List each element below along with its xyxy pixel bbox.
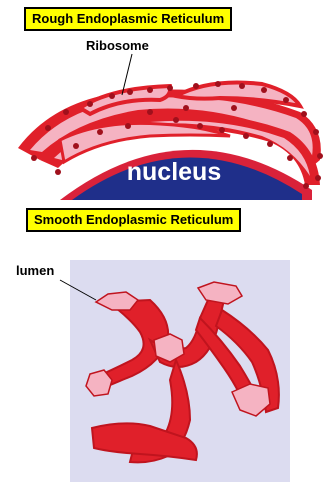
ribosome <box>317 153 323 159</box>
lumen-label: lumen <box>16 263 54 278</box>
ribosome <box>55 169 61 175</box>
ribosome <box>125 123 131 129</box>
nucleus-label: nucleus <box>127 158 221 186</box>
ribosome <box>147 87 153 93</box>
smooth-er-illustration <box>60 260 290 482</box>
ribosome <box>315 175 321 181</box>
ribosome <box>267 141 273 147</box>
ribosome <box>63 109 69 115</box>
ribosome <box>109 93 115 99</box>
ribosome <box>127 89 133 95</box>
ribosome <box>173 117 179 123</box>
ribosome <box>45 125 51 131</box>
ribosome <box>197 123 203 129</box>
ribosome <box>183 105 189 111</box>
ribosome <box>219 127 225 133</box>
ribosome <box>167 85 173 91</box>
ribosome <box>243 133 249 139</box>
ribosome <box>215 81 221 87</box>
smooth-er-title: Smooth Endoplasmic Reticulum <box>26 208 241 232</box>
ribosome <box>31 155 37 161</box>
rough-er-illustration: nucleus <box>18 54 323 200</box>
ribosome <box>301 111 307 117</box>
ribosome <box>239 83 245 89</box>
ribosome <box>73 143 79 149</box>
ribosome <box>147 109 153 115</box>
ribosome <box>261 87 267 93</box>
ribosome <box>97 129 103 135</box>
ribosome <box>313 129 319 135</box>
ribosome <box>193 83 199 89</box>
ribosome <box>287 155 293 161</box>
ribosome <box>283 97 289 103</box>
ribosome <box>231 105 237 111</box>
ribosome <box>303 183 309 189</box>
ribosome <box>87 101 93 107</box>
